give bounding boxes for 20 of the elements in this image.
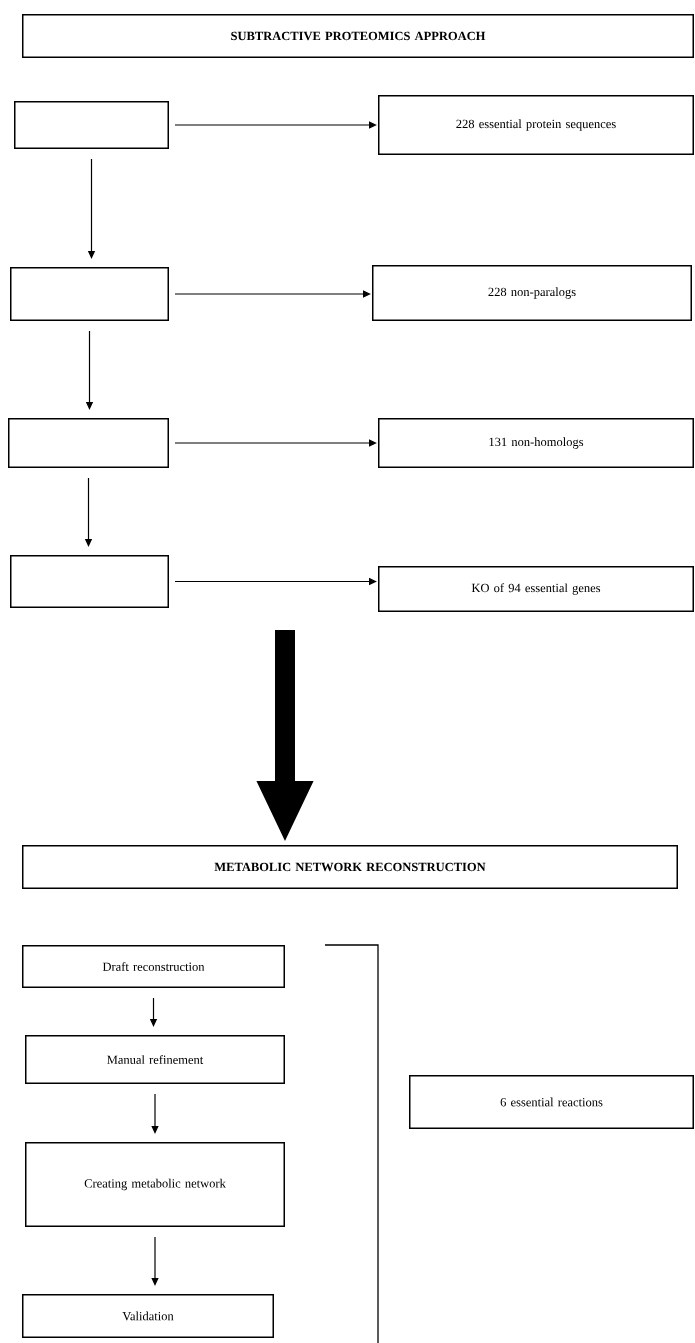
process-box: Validation [22, 1294, 274, 1338]
arrow [174, 439, 377, 447]
process-box: Draft reconstruction [22, 945, 285, 988]
arrow [174, 290, 371, 298]
section-heading-box: METABOLIC NETWORK RECONSTRUCTION [22, 845, 678, 889]
process-box [10, 267, 169, 321]
process-box [8, 418, 169, 468]
process-box [14, 101, 169, 149]
process-box: 131 non-homologs [378, 418, 694, 468]
process-box: Manual refinement [25, 1035, 285, 1084]
process-box [10, 555, 169, 608]
process-box: 6 essential reactions [409, 1075, 694, 1129]
section-heading-box: SUBTRACTIVE PROTEOMICS APPROACH [22, 14, 694, 58]
process-box: 228 non-paralogs [372, 265, 692, 321]
process-box: Creating metabolic network [25, 1142, 285, 1227]
arrow [151, 1236, 159, 1286]
process-box: 228 essential protein sequences [378, 95, 694, 155]
arrow [174, 121, 377, 129]
arrow [151, 1093, 159, 1134]
process-box: KO of 94 essential genes [378, 566, 694, 612]
